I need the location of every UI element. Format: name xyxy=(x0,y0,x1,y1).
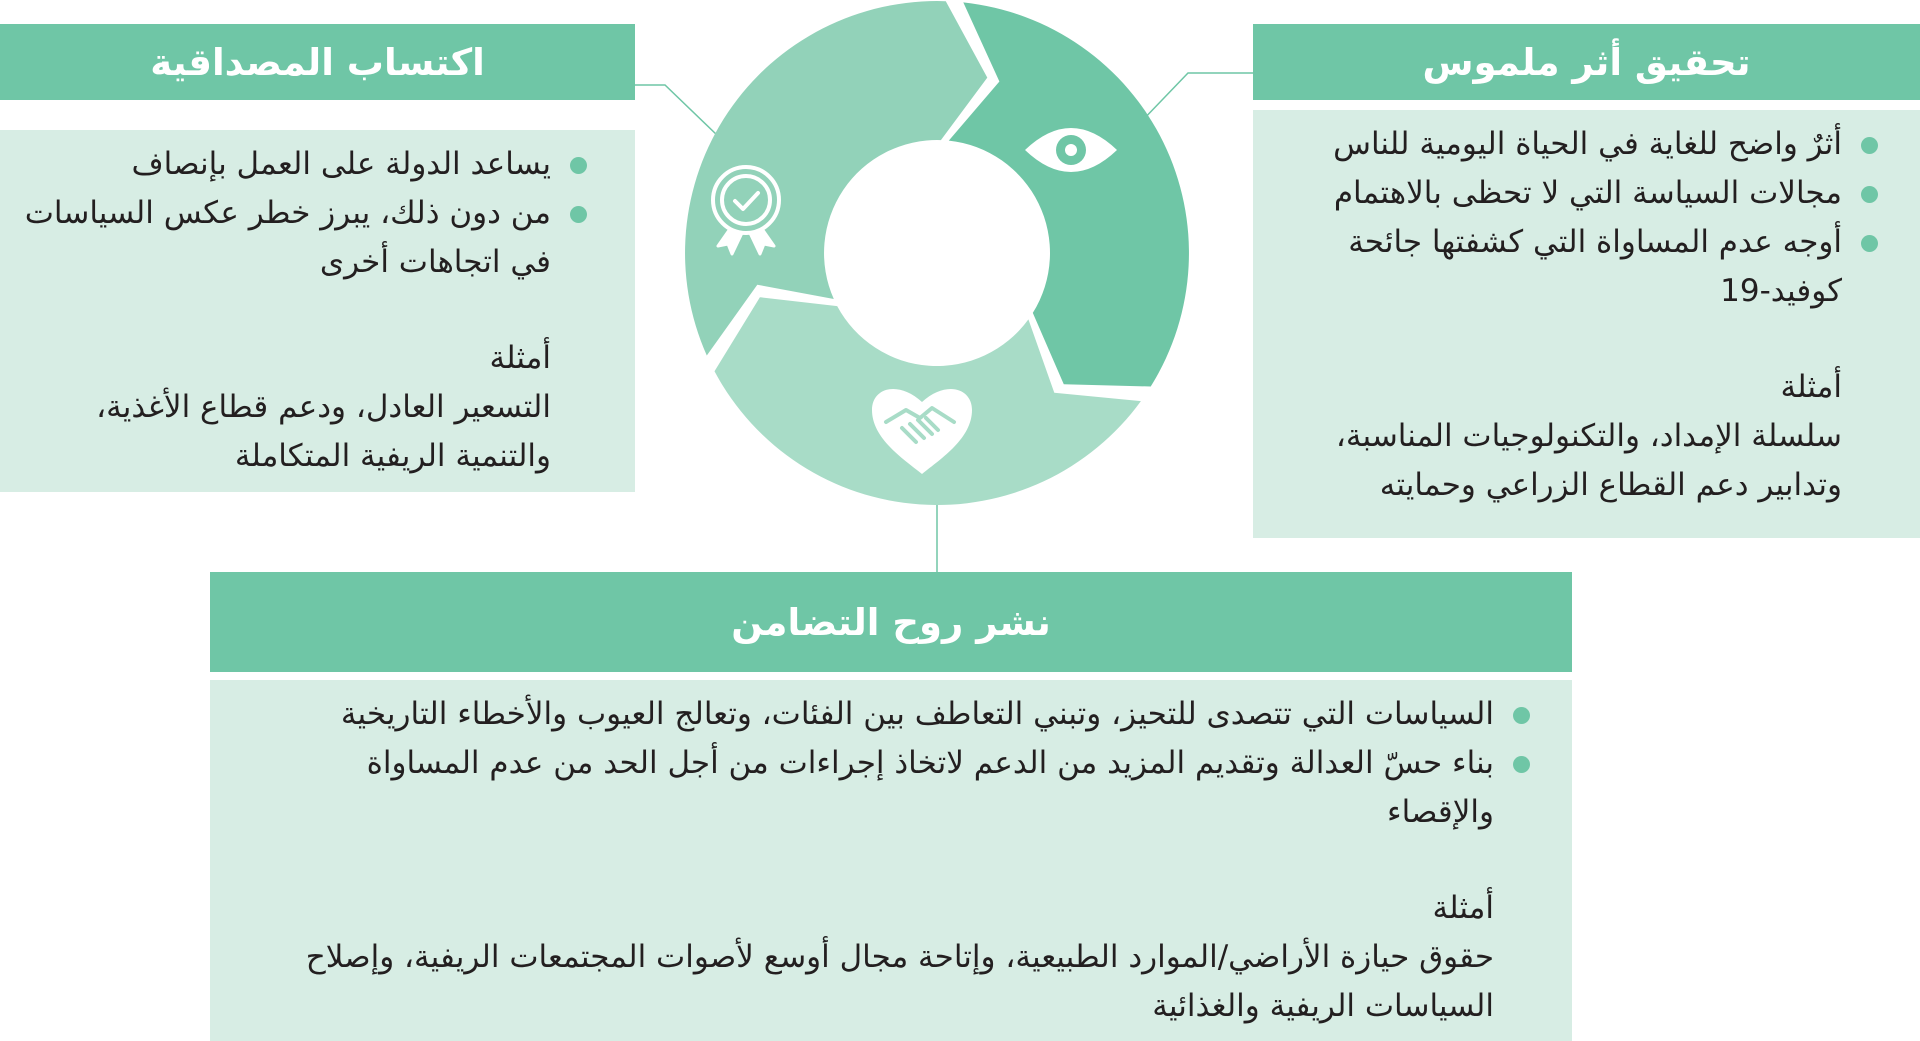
credibility-examples-text: التسعير العادل، ودعم قطاع الأغذية، والتن… xyxy=(96,389,551,474)
list-item: مجالات السياسة التي لا تحظى بالاهتمام xyxy=(1275,169,1882,218)
connector-impact xyxy=(1137,72,1253,126)
list-item: السياسات التي تتصدى للتحيز، وتبني التعاط… xyxy=(250,690,1534,739)
solidarity-examples: أمثلة حقوق حيازة الأراضي/الموارد الطبيعي… xyxy=(250,884,1534,1031)
credibility-panel: يساعد الدولة على العمل بإنصاف من دون ذلك… xyxy=(0,130,635,492)
solidarity-title: نشر روح التضامن xyxy=(731,600,1051,644)
impact-bullet-list: أثرٌ واضح للغاية في الحياة اليومية للناس… xyxy=(1275,120,1882,316)
list-item: يساعد الدولة على العمل بإنصاف xyxy=(24,140,591,189)
cycle-segment-impact xyxy=(948,2,1189,387)
award-badge-icon xyxy=(711,165,781,256)
credibility-examples: أمثلة التسعير العادل، ودعم قطاع الأغذية،… xyxy=(24,334,591,481)
solidarity-bullet-list: السياسات التي تتصدى للتحيز، وتبني التعاط… xyxy=(250,690,1534,837)
impact-panel: أثرٌ واضح للغاية في الحياة اليومية للناس… xyxy=(1253,110,1920,538)
cycle-segment-credibility xyxy=(685,1,988,356)
connector-credibility xyxy=(635,84,719,137)
list-item: من دون ذلك، يبرز خطر عكس السياسات في اتج… xyxy=(24,189,591,287)
list-item: أثرٌ واضح للغاية في الحياة اليومية للناس xyxy=(1275,120,1882,169)
solidarity-examples-text: حقوق حيازة الأراضي/الموارد الطبيعية، وإت… xyxy=(305,939,1494,1024)
credibility-header: اكتساب المصداقية xyxy=(0,24,635,100)
heart-handshake-icon xyxy=(872,388,972,474)
solidarity-header: نشر روح التضامن xyxy=(210,572,1572,672)
credibility-examples-label: أمثلة xyxy=(489,340,551,376)
list-item: أوجه عدم المساواة التي كشفتها جائحة كوفي… xyxy=(1275,218,1882,316)
solidarity-examples-label: أمثلة xyxy=(1432,890,1494,926)
impact-examples-label: أمثلة xyxy=(1780,369,1842,405)
eye-icon xyxy=(1025,128,1117,172)
solidarity-panel: السياسات التي تتصدى للتحيز، وتبني التعاط… xyxy=(210,680,1572,1041)
impact-examples-text: سلسلة الإمداد، والتكنولوجيات المناسبة، و… xyxy=(1335,418,1842,503)
impact-examples: أمثلة سلسلة الإمداد، والتكنولوجيات المنا… xyxy=(1275,363,1882,510)
impact-header: تحقيق أثر ملموس xyxy=(1253,24,1920,100)
credibility-bullet-list: يساعد الدولة على العمل بإنصاف من دون ذلك… xyxy=(24,140,591,287)
list-item: بناء حسّ العدالة وتقديم المزيد من الدعم … xyxy=(250,739,1534,837)
credibility-title: اكتساب المصداقية xyxy=(150,40,485,84)
impact-title: تحقيق أثر ملموس xyxy=(1422,40,1751,84)
